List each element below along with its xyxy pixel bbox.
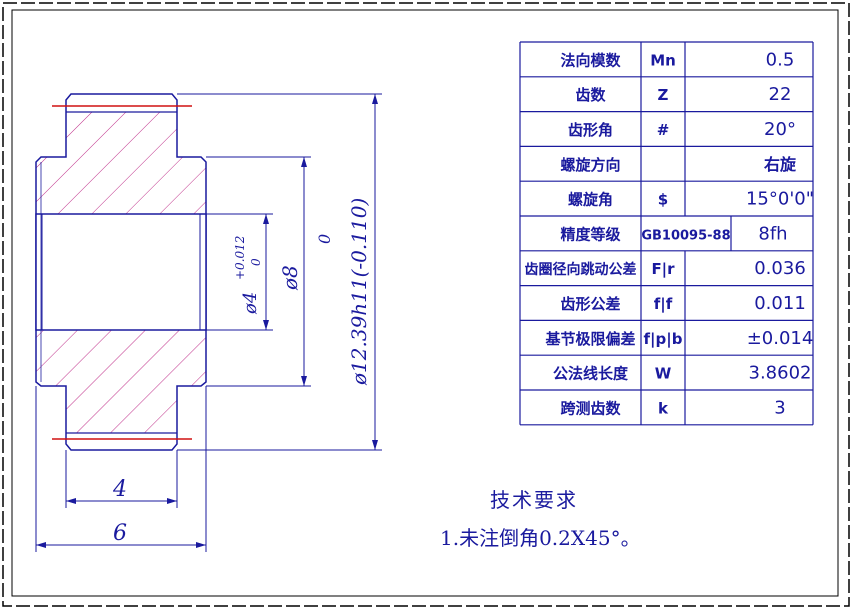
dim-bore: ø4 <box>240 292 261 315</box>
param-label: 公法线长度 <box>553 365 629 383</box>
param-symbol: Mn <box>650 51 676 69</box>
param-value: 0.5 <box>766 49 795 70</box>
param-label: 齿数 <box>575 86 606 104</box>
bore-outline <box>35 213 207 331</box>
param-value: 3 <box>774 397 785 418</box>
param-value: 8fh <box>758 223 787 244</box>
tech-req-title: 技术要求 <box>490 488 578 512</box>
param-label: 齿形角 <box>568 121 613 139</box>
dimensions <box>35 93 382 552</box>
param-value: 0.011 <box>754 293 806 314</box>
param-symbol: f|p|b <box>644 330 683 349</box>
param-symbol: W <box>655 365 672 383</box>
dim-bore-upper-tol: +0.012 <box>233 236 247 280</box>
gear-section <box>35 93 207 451</box>
dim-outer-top: 0 <box>315 234 334 244</box>
dimension-arrows <box>36 94 378 548</box>
inner-frame <box>11 9 839 597</box>
param-label: 螺旋方向 <box>560 156 620 174</box>
tech-req-line1: 1.未注倒角0.2X45°。 <box>440 526 641 550</box>
param-symbol: k <box>658 399 669 417</box>
param-value: 3.8602 <box>749 363 812 384</box>
param-symbol: $ <box>658 191 668 209</box>
param-value: 15°0'0" <box>746 189 814 210</box>
param-symbol: F|r <box>651 260 675 279</box>
dim-width-6: 6 <box>113 521 127 546</box>
param-label: 齿形公差 <box>560 295 620 313</box>
param-label: 精度等级 <box>560 225 621 243</box>
dim-bore-lower-tol: 0 <box>249 258 263 266</box>
hatch-top <box>36 112 206 214</box>
param-label: 基节极限偏差 <box>544 330 635 348</box>
dim-hub: ø8 <box>278 265 302 291</box>
param-symbol: Z <box>658 86 669 104</box>
dim-width-4: 4 <box>112 477 127 502</box>
param-value: 0.036 <box>754 258 806 279</box>
dim-outer-main: ø12.39h11(-0.110) <box>347 198 371 386</box>
param-value: 右旋 <box>764 155 797 174</box>
param-label: 法向模数 <box>560 51 621 69</box>
param-value: 22 <box>769 84 792 105</box>
param-label: 螺旋角 <box>568 191 613 209</box>
param-label: 齿圈径向跳动公差 <box>525 261 637 278</box>
param-symbol: # <box>657 121 670 139</box>
hatch-bottom <box>36 330 206 433</box>
param-value: 20° <box>764 119 796 140</box>
param-symbol: GB10095-88 <box>641 228 730 243</box>
param-value: ±0.014 <box>747 328 814 349</box>
param-label: 跨测齿数 <box>560 399 621 417</box>
param-symbol: f|f <box>654 295 673 314</box>
